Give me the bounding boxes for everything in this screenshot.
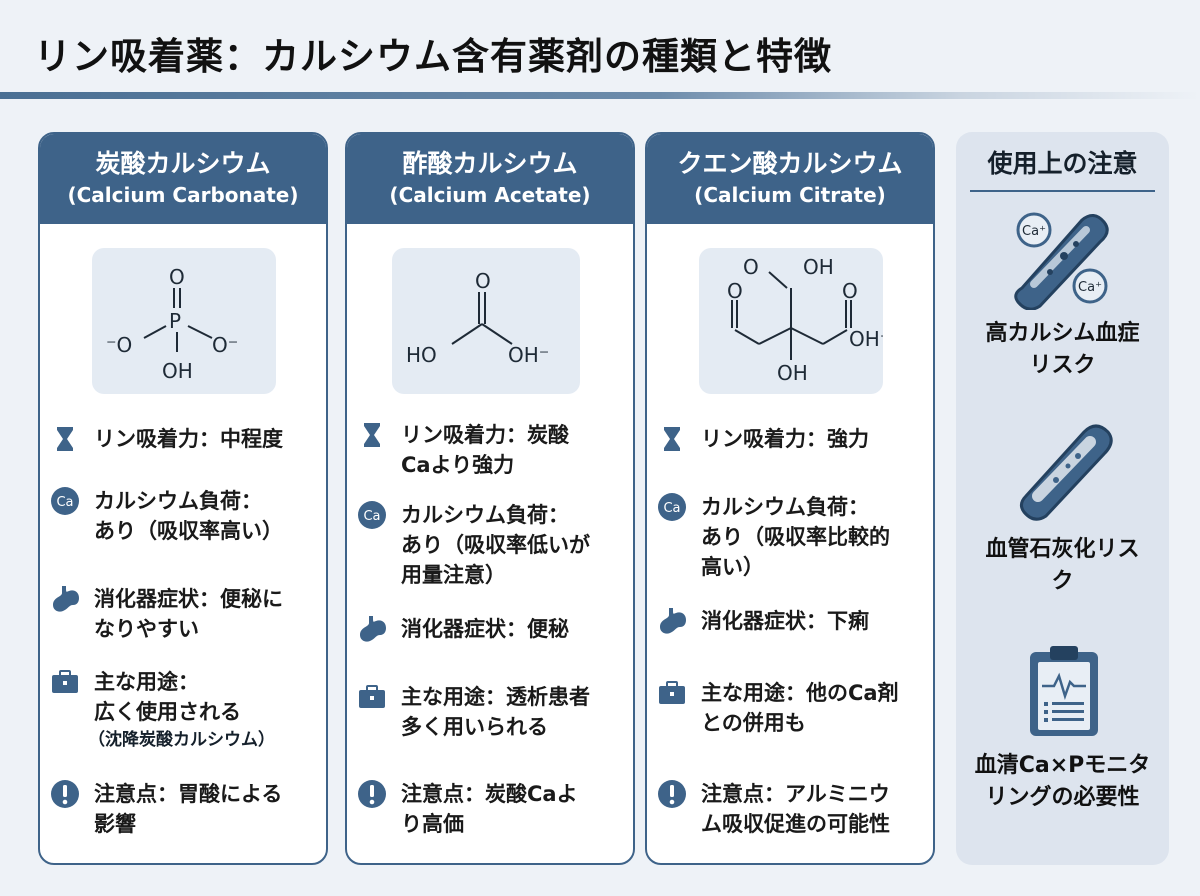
property-caution: 注意点：アルミニウ ム吸収促進の可能性 xyxy=(657,779,923,839)
atom-o-right: O xyxy=(842,279,858,303)
property-text: カルシウム負荷： あり（吸収率比較的 高い） xyxy=(701,495,890,579)
ion-label-top: Ca⁺ xyxy=(1022,224,1046,239)
property-text: カルシウム負荷： あり（吸収率低いが 用量注意） xyxy=(401,503,590,587)
card-name-en: (Calcium Acetate) xyxy=(389,183,591,207)
property-text: 主な用途：他のCa剤 との併用も xyxy=(701,681,899,735)
card-calcium-citrate: クエン酸カルシウム (Calcium Citrate) O OH O O HO … xyxy=(645,132,935,865)
calcium-icon: Ca xyxy=(358,501,386,529)
property-text: 消化器症状：便秘に なりやすい xyxy=(94,587,283,641)
side-item-label: 血管石灰化リス ク xyxy=(985,537,1140,594)
atom-o-top-center: O xyxy=(743,255,759,279)
property-main-use: 主な用途：他のCa剤 との併用も xyxy=(657,678,923,738)
ion-label-bottom: Ca⁺ xyxy=(1078,280,1102,295)
warning-icon xyxy=(358,780,386,808)
calcified-vessel-icon xyxy=(1019,424,1113,521)
atom-ho: HO xyxy=(406,343,437,367)
card-name-jp: 酢酸カルシウム xyxy=(402,149,578,178)
briefcase-icon xyxy=(359,685,385,708)
atom-oh-right: OH⁻ xyxy=(849,327,883,351)
property-subtext: （沈降炭酸カルシウム） xyxy=(88,730,275,750)
property-calcium-load: Ca カルシウム負荷： あり（吸収率低いが 用量注意） xyxy=(357,500,623,590)
stomach-icon xyxy=(53,586,79,612)
card-name-en: (Calcium Carbonate) xyxy=(67,183,299,207)
atom-oh: OH⁻ xyxy=(508,343,549,367)
property-text: 注意点：アルミニウ ム吸収促進の可能性 xyxy=(701,782,890,836)
atom-oh: OH xyxy=(162,359,193,383)
property-phosphate-binding: リン吸着力：強力 xyxy=(657,424,923,454)
calcium-icon-label: Ca xyxy=(663,501,680,516)
card-header: 酢酸カルシウム (Calcium Acetate) xyxy=(347,134,633,224)
stomach-icon xyxy=(360,616,386,642)
calcium-icon-label: Ca xyxy=(363,509,380,524)
briefcase-icon xyxy=(52,670,78,693)
warning-icon xyxy=(658,780,686,808)
property-text: 主な用途： 広く使用される xyxy=(94,670,241,724)
clipboard-monitor-icon xyxy=(1030,646,1098,736)
card-name-jp: クエン酸カルシウム xyxy=(677,149,903,178)
atom-o-left: ⁻O xyxy=(106,333,132,357)
blood-vessel-calcium-icon: Ca⁺ Ca⁺ xyxy=(1014,212,1109,310)
atom-o-top: O xyxy=(475,269,491,293)
property-text: 注意点：炭酸Caよ り高価 xyxy=(401,782,578,836)
property-text: 消化器症状：下痢 xyxy=(701,609,869,633)
hourglass-icon xyxy=(57,427,73,451)
property-main-use: 主な用途：透析患者 多く用いられる xyxy=(357,682,623,742)
property-gi-symptoms: 消化器症状：便秘 xyxy=(357,614,623,644)
property-gi-symptoms: 消化器症状：下痢 xyxy=(657,606,923,636)
property-text: リン吸着力：強力 xyxy=(701,427,869,451)
property-text: リン吸着力：中程度 xyxy=(94,427,283,451)
card-header: クエン酸カルシウム (Calcium Citrate) xyxy=(647,134,933,224)
property-main-use: 主な用途： 広く使用される （沈降炭酸カルシウム） xyxy=(50,667,316,753)
hourglass-icon xyxy=(364,423,380,447)
property-text: 主な用途：透析患者 多く用いられる xyxy=(401,685,590,739)
warning-icon xyxy=(51,780,79,808)
atom-top-oh: OH xyxy=(803,255,834,279)
side-item-label: 血清Ca×Pモニタ リングの必要性 xyxy=(974,753,1151,810)
atom-o-right: O⁻ xyxy=(212,333,238,357)
usage-precautions-panel: 使用上の注意 Ca⁺ Ca⁺ 高カルシム血症 リスク 血管石灰化リス ク 血清C… xyxy=(956,132,1169,865)
atom-o-top: O xyxy=(169,265,185,289)
atom-o-left: O xyxy=(727,279,743,303)
side-item-label: 高カルシム血症 リスク xyxy=(985,321,1140,378)
property-phosphate-binding: リン吸着力：中程度 xyxy=(50,424,316,454)
property-text: リン吸着力：炭酸 Caより強力 xyxy=(401,423,569,477)
property-calcium-load: Ca カルシウム負荷： あり（吸収率高い） xyxy=(50,486,316,546)
card-name-jp: 炭酸カルシウム xyxy=(95,149,271,178)
property-gi-symptoms: 消化器症状：便秘に なりやすい xyxy=(50,584,316,644)
title-underline xyxy=(0,92,1200,99)
calcium-icon-label: Ca xyxy=(56,495,73,510)
card-header: 炭酸カルシウム (Calcium Carbonate) xyxy=(40,134,326,224)
property-text: カルシウム負荷： あり（吸収率高い） xyxy=(94,489,283,543)
property-phosphate-binding: リン吸着力：炭酸 Caより強力 xyxy=(357,420,623,480)
side-panel-title: 使用上の注意 xyxy=(970,144,1155,192)
property-text: 消化器症状：便秘 xyxy=(401,617,569,641)
calcium-icon: Ca xyxy=(658,493,686,521)
card-calcium-carbonate: 炭酸カルシウム (Calcium Carbonate) O P ⁻O O⁻ OH… xyxy=(38,132,328,865)
property-calcium-load: Ca カルシウム負荷： あり（吸収率比較的 高い） xyxy=(657,492,923,582)
property-caution: 注意点：胃酸による 影響 xyxy=(50,779,316,839)
briefcase-icon xyxy=(659,681,685,704)
property-caution: 注意点：炭酸Caよ り高価 xyxy=(357,779,623,839)
stomach-icon xyxy=(660,608,686,634)
card-name-en: (Calcium Citrate) xyxy=(694,183,886,207)
hourglass-icon xyxy=(664,427,680,451)
page-title: リン吸着薬：カルシウム含有薬剤の種類と特徴 xyxy=(34,35,832,78)
structure-diagram: O P ⁻O O⁻ OH xyxy=(92,248,276,394)
card-calcium-acetate: 酢酸カルシウム (Calcium Acetate) O HO OH⁻ リン吸着力… xyxy=(345,132,635,865)
structure-diagram: O HO OH⁻ xyxy=(392,248,580,394)
structure-diagram: O OH O O HO OH⁻ OH xyxy=(699,248,883,394)
calcium-icon: Ca xyxy=(51,487,79,515)
property-text: 注意点：胃酸による 影響 xyxy=(94,782,283,836)
atom-p: P xyxy=(169,309,181,333)
atom-oh-bottom: OH xyxy=(777,361,808,385)
